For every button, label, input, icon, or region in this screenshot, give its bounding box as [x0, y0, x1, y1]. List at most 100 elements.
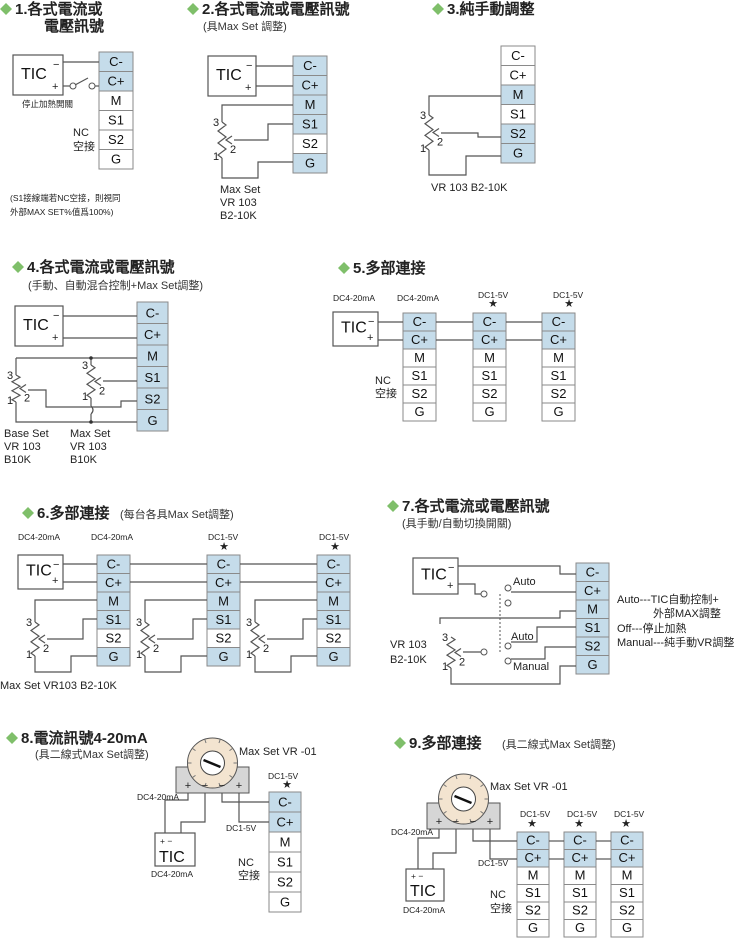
section-title: 7.各式電流或電壓訊號: [402, 497, 550, 515]
terminal-label: S1: [585, 620, 601, 635]
pin-3-label: 3: [442, 632, 448, 644]
wire: [34, 655, 97, 673]
terminal-label: M: [218, 593, 229, 608]
terminal-label: G: [328, 649, 338, 664]
vr-label: Max Set: [220, 184, 260, 196]
wire: [458, 565, 576, 575]
terminal-label: S1: [572, 885, 588, 900]
pin-3-label: 3: [213, 117, 219, 129]
signal-label: DC1-5V: [478, 290, 509, 300]
terminal-label: G: [108, 649, 118, 664]
dial-tick: [480, 783, 485, 788]
section-4: 4.各式電流或電壓訊號(手動、自動混合控制+Max Set調整)TIC−+C-C…: [4, 258, 203, 466]
terminal-label: C-: [573, 833, 587, 848]
nc-label: NC: [490, 889, 506, 901]
potentiometer-icon: 321: [213, 117, 236, 163]
terminal-label: M: [528, 868, 539, 883]
wire: [439, 610, 576, 624]
potentiometer-icon: 321: [246, 617, 269, 661]
terminal-label: C-: [526, 833, 540, 848]
nc-sub-label: 空接: [73, 139, 95, 153]
wire: [221, 793, 269, 803]
terminal-label: C+: [411, 332, 428, 347]
wire: [254, 599, 317, 622]
pin-2-label: 2: [459, 657, 465, 669]
tic-box: [332, 311, 379, 347]
signal-label: DC1-5V: [319, 532, 350, 542]
tic-controller: TIC−+: [12, 54, 64, 96]
potentiometer-icon: 321: [136, 617, 159, 661]
terminal-label: S2: [482, 386, 498, 401]
section-8: 8.電流訊號4-20mA(具二線式Max Set調整)+−−+Max Set V…: [6, 729, 317, 913]
meter-pin-label: +: [487, 816, 493, 828]
terminal-g: [472, 402, 507, 422]
pin-3-label: 3: [26, 617, 32, 629]
terminal-label: C-: [620, 833, 634, 848]
wiper-arrow-icon: [37, 634, 46, 644]
star-icon: ★: [330, 541, 340, 553]
wiper-arrow-icon: [431, 128, 440, 137]
wire: [267, 618, 317, 640]
switch-contact: [88, 82, 96, 90]
auto-label: Auto: [513, 576, 536, 588]
pin-3-label: 3: [246, 617, 252, 629]
pin-3-label: 3: [136, 617, 142, 629]
signal-label: DC4-20mA: [151, 869, 193, 879]
wire: [489, 829, 517, 860]
switch-contact: [504, 584, 512, 592]
dial-tick: [204, 782, 207, 787]
terminal-label: S2: [525, 903, 541, 918]
resistor-zigzag: [423, 114, 435, 151]
signal-label: DC4-20mA: [333, 293, 375, 303]
note-line-1: (S1接線端若NC空接，則視同: [10, 193, 121, 203]
tic-pins: + −: [411, 871, 423, 881]
diamond-bullet-icon: [394, 737, 406, 749]
wire: [221, 158, 293, 179]
minus-sign: −: [53, 310, 59, 322]
signal-label: DC1-5V: [268, 771, 299, 781]
vr-label: VR 103: [390, 639, 427, 651]
terminal-g: [292, 153, 328, 174]
terminal-g: [206, 647, 241, 667]
wire: [417, 829, 440, 870]
terminal-label: C+: [481, 332, 498, 347]
tic-controller: TIC−+: [332, 311, 379, 347]
base-set-label: Base Set: [4, 428, 49, 440]
tic-box: [412, 557, 459, 595]
tic-label: TIC: [21, 66, 47, 83]
meter-pin-label: −: [219, 780, 225, 792]
dial-tick: [191, 747, 196, 752]
terminal-label: S1: [216, 612, 232, 627]
note-line-2: 外部MAX SET%值爲100%): [10, 207, 114, 217]
dial-tick: [455, 775, 458, 780]
signal-label: DC1-5V: [520, 809, 551, 819]
wire: [432, 829, 457, 870]
max-set-label: B10K: [70, 454, 98, 466]
terminal-label: C-: [109, 54, 123, 69]
section-title: 5.多部連接: [353, 259, 426, 277]
dial-tick: [229, 774, 234, 779]
terminal-g: [516, 919, 550, 938]
terminal-g: [402, 402, 437, 422]
wire: [441, 132, 501, 138]
vr-label: VR 103: [220, 197, 257, 209]
signal-label: DC4-20mA: [91, 532, 133, 542]
pin-2-label: 2: [99, 386, 105, 398]
wiper-arrow-icon: [453, 648, 462, 657]
switch-contact: [504, 599, 512, 607]
terminal-label: G: [575, 920, 585, 935]
switch-contact: [480, 590, 488, 598]
tic-label: TIC: [23, 317, 49, 334]
terminal-label: S1: [412, 368, 428, 383]
tic-controller: TIC−+: [17, 554, 64, 590]
wire: [221, 104, 293, 122]
minus-sign: −: [53, 59, 59, 71]
section-subtitle: (具手動/自動切換開關): [402, 516, 511, 530]
switch-contact: [504, 657, 512, 665]
